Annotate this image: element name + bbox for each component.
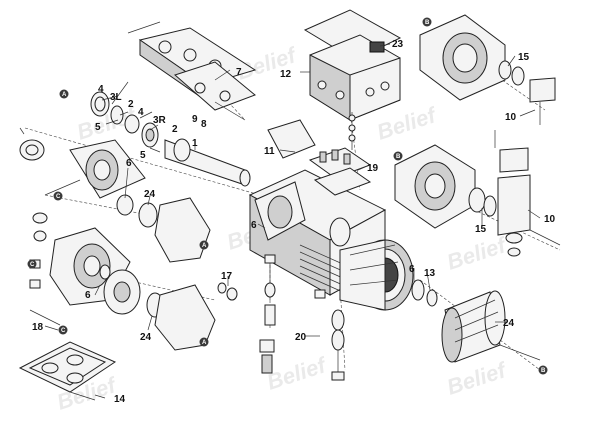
svg-text:A: A [202, 243, 207, 249]
callout-10-b: 10 [544, 214, 556, 225]
connector-markers: A C A C A C B B [27, 17, 548, 375]
callout-15-b: 15 [475, 224, 487, 235]
callout-4-lower: 4 [138, 107, 144, 118]
callout-9: 9 [192, 114, 198, 125]
svg-text:A: A [202, 340, 207, 346]
callout-5-upper: 5 [95, 122, 101, 133]
terminal-box [303, 9, 402, 121]
svg-text:B: B [425, 20, 430, 26]
callout-13: 13 [424, 268, 436, 279]
callout-19: 19 [367, 163, 379, 174]
svg-text:B: B [541, 368, 546, 374]
svg-text:C: C [30, 262, 35, 268]
callout-6-d: 6 [85, 290, 91, 301]
callout-6-c: 6 [409, 264, 415, 275]
callout-10-a: 10 [505, 112, 517, 123]
leader-lines [44, 43, 541, 399]
connector-b-top: B [422, 17, 432, 27]
connector-c-bottom: C [58, 325, 68, 335]
callout-5-lower: 5 [140, 150, 146, 161]
end-cap-top [419, 14, 556, 125]
oil-pump-cover [29, 212, 216, 351]
watermark-text: Belief [374, 102, 441, 145]
callout-17: 17 [221, 271, 233, 282]
motor-rotor [411, 279, 541, 363]
callout-11: 11 [264, 146, 275, 157]
callout-18: 18 [32, 322, 44, 333]
callout-23: 23 [392, 39, 404, 50]
callout-24-c: 24 [503, 318, 515, 329]
connector-c-upper: C [53, 191, 63, 201]
svg-text:B: B [396, 154, 401, 160]
compressor-body [248, 119, 387, 296]
callout-15-a: 15 [518, 52, 530, 63]
callout-24-b: 24 [140, 332, 152, 343]
watermark-text: Belief [264, 352, 331, 395]
callout-1: 1 [192, 138, 198, 149]
callout-2-lower: 2 [172, 124, 178, 135]
svg-text:C: C [56, 194, 61, 200]
shaft-seal-assembly [19, 91, 251, 263]
callout-4-upper: 4 [98, 84, 104, 95]
callout-20: 20 [295, 332, 307, 343]
connector-b-bottom: B [538, 365, 548, 375]
callout-14: 14 [114, 394, 126, 405]
gasket-set [18, 341, 117, 401]
svg-text:C: C [61, 328, 66, 334]
end-cap-bottom [394, 130, 561, 257]
callout-6-a: 6 [126, 158, 132, 169]
connector-a-mid: A [199, 240, 209, 250]
svg-text:A: A [62, 92, 67, 98]
relief-valves [217, 254, 345, 381]
valve-block [308, 112, 372, 196]
connector-c-lower: C [27, 259, 37, 269]
watermark-text: Belief [444, 232, 511, 275]
callout-8: 8 [201, 119, 207, 130]
watermark-text: Belief [444, 357, 511, 400]
callout-12: 12 [280, 69, 292, 80]
connector-a-top: A [59, 89, 69, 99]
callout-24-a: 24 [144, 189, 156, 200]
connector-a-lower: A [199, 337, 209, 347]
motor-stator [339, 239, 414, 311]
callout-3l: 3L [110, 92, 122, 103]
callout-3r: 3R [153, 115, 167, 126]
callout-6-b: 6 [251, 220, 257, 231]
callout-7: 7 [236, 67, 242, 78]
callout-2-upper: 2 [128, 99, 134, 110]
cylinder-head [127, 21, 257, 121]
connector-b-mid: B [393, 151, 403, 161]
part-callouts: 4 3L 2 5 4 3R 2 5 1 6 24 7 9 8 12 23 15 … [32, 39, 556, 405]
